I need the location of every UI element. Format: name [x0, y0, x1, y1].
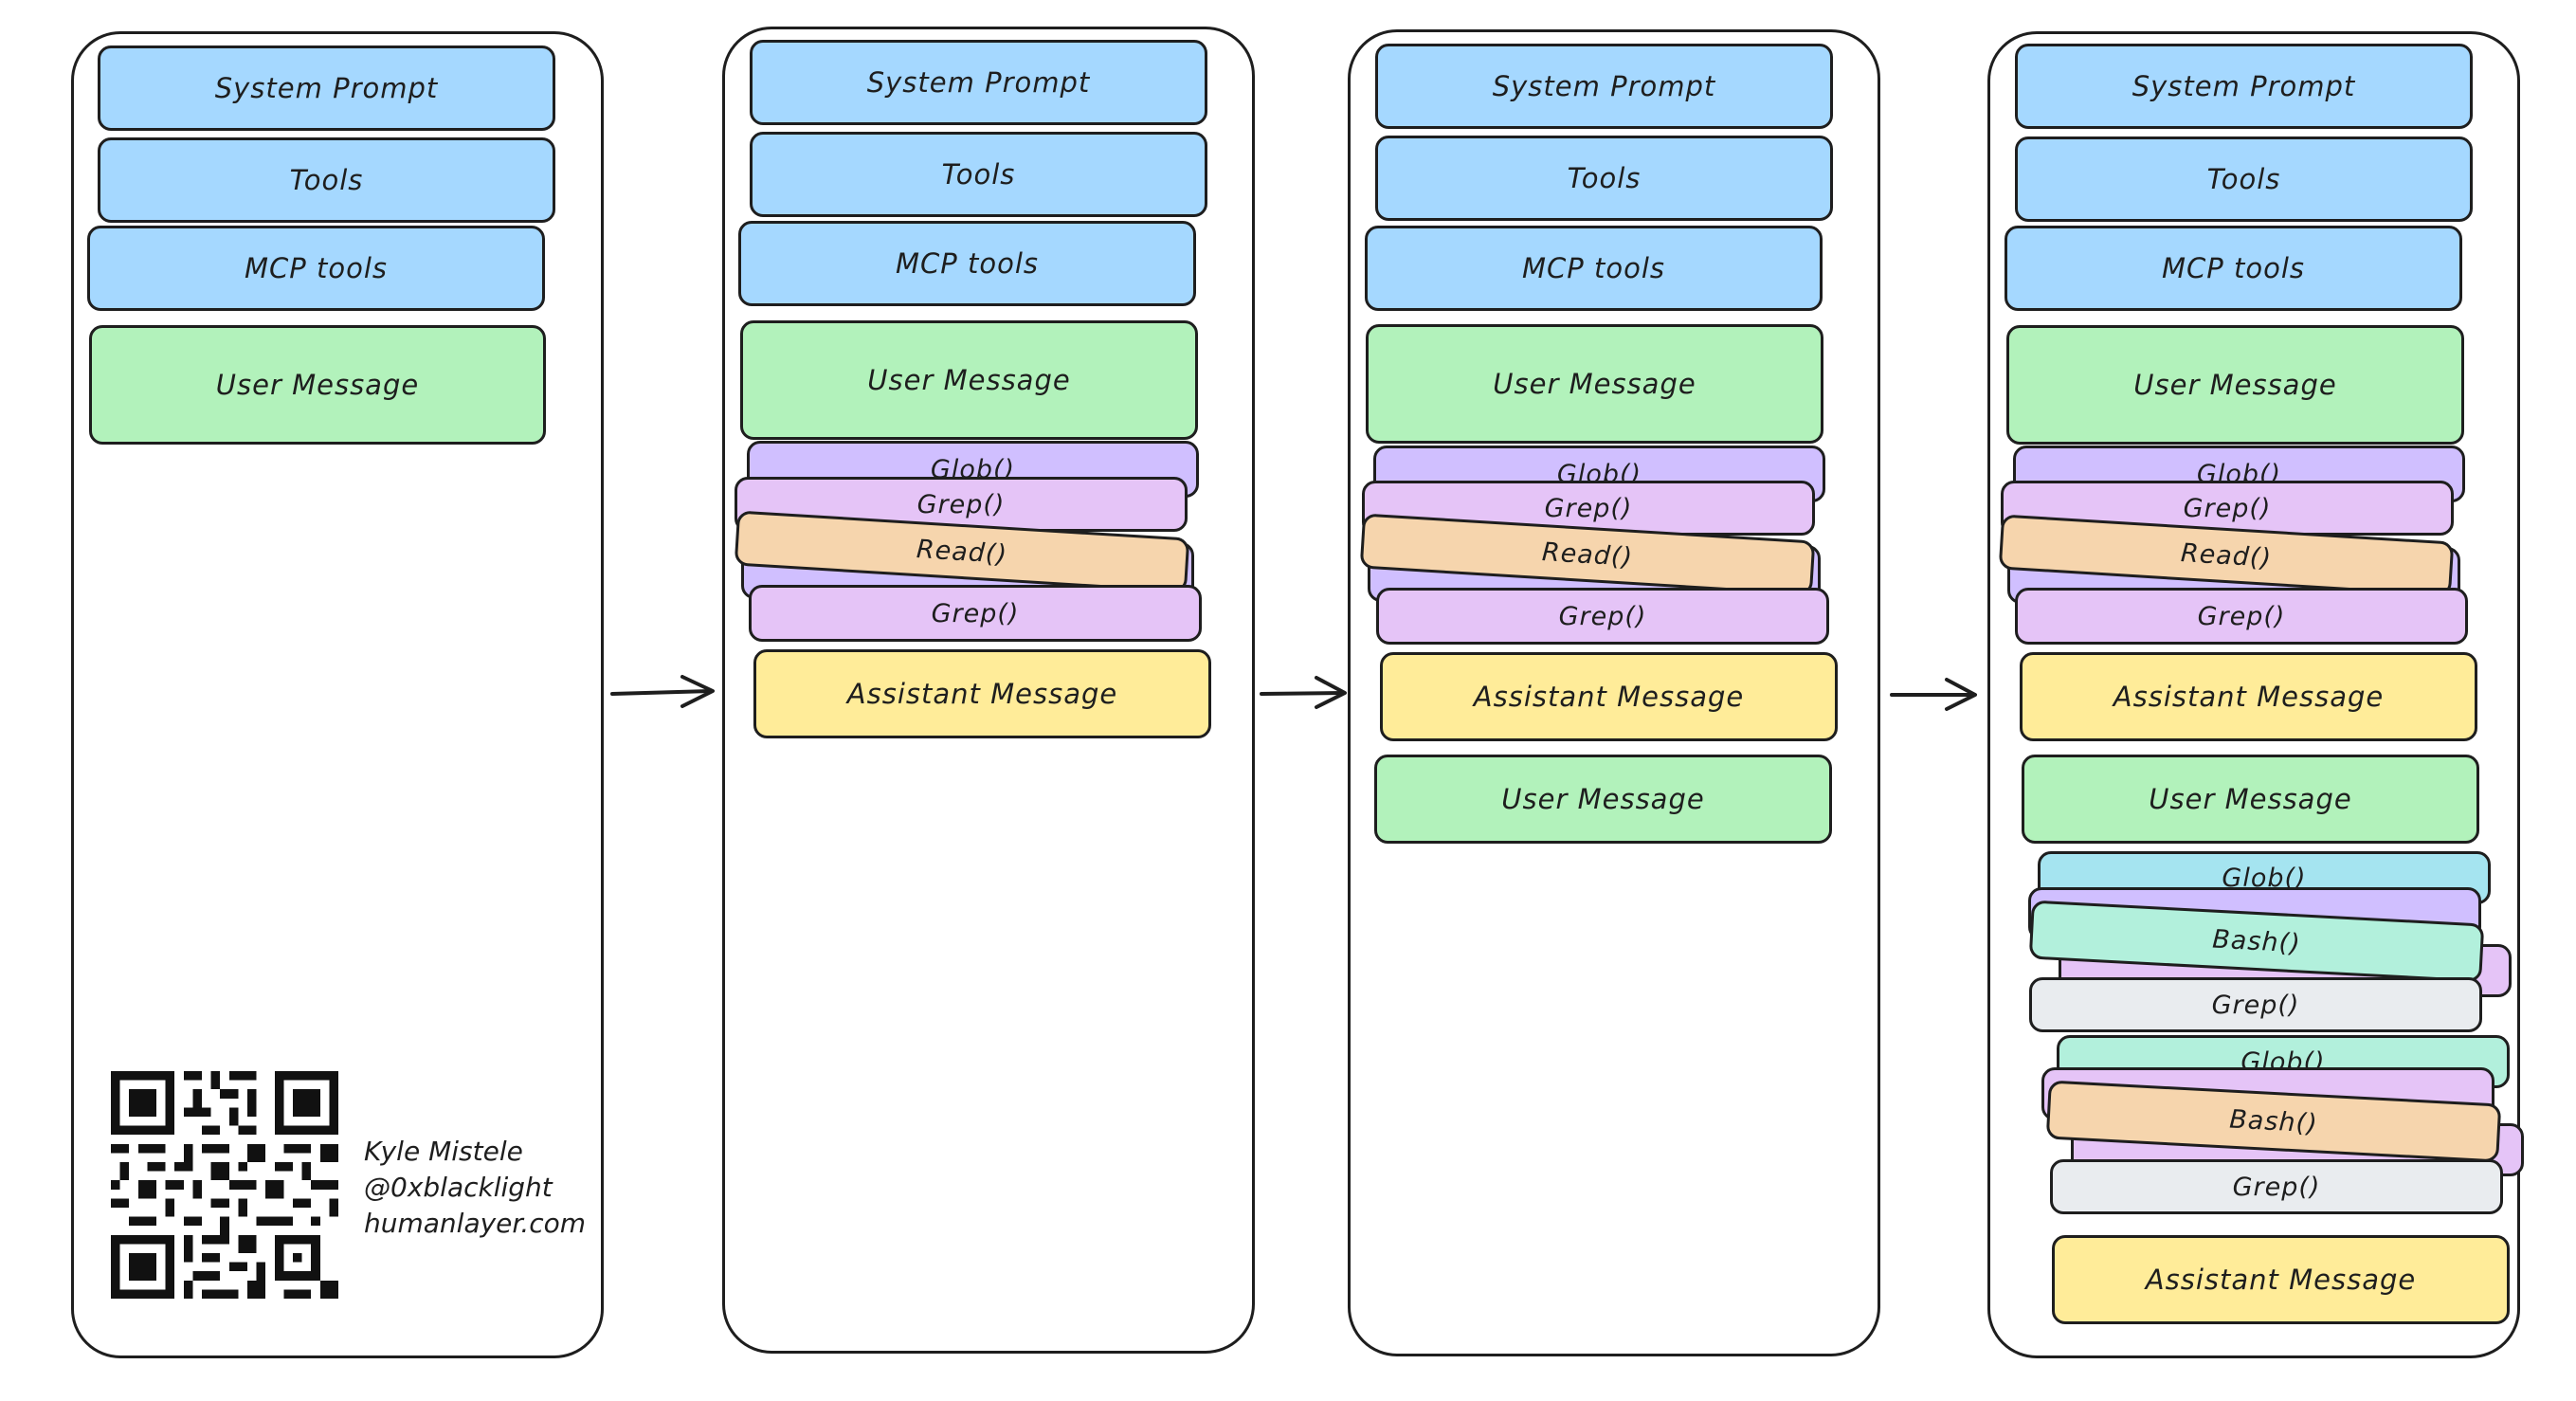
user-message-block: User Message — [2006, 325, 2464, 445]
assistant-message-block: Assistant Message — [753, 649, 1211, 738]
grep-call-block: Grep() — [2029, 977, 2482, 1032]
arrow-icon — [1260, 676, 1347, 709]
system-prompt-block: System Prompt — [1375, 44, 1833, 129]
author-handle: @0xblacklight — [364, 1172, 553, 1203]
user-message-block: User Message — [740, 320, 1198, 440]
mcp-tools-block: MCP tools — [87, 226, 545, 311]
assistant-message-block: Assistant Message — [2020, 652, 2477, 741]
user-message-block: User Message — [89, 325, 546, 445]
tools-block: Tools — [2015, 136, 2473, 222]
assistant-message-block: Assistant Message — [1380, 652, 1838, 741]
grep-call-block: Grep() — [1376, 588, 1829, 645]
assistant-message-block: Assistant Message — [2052, 1235, 2510, 1324]
system-prompt-block: System Prompt — [2015, 44, 2473, 129]
grep-call-block: Grep() — [2050, 1159, 2503, 1214]
arrow-icon — [1890, 678, 1977, 711]
tools-block: Tools — [1375, 136, 1833, 221]
user-message-block: User Message — [1366, 324, 1823, 444]
user-message-block: User Message — [2022, 755, 2479, 844]
author-name: Kyle Mistele — [364, 1136, 523, 1167]
mcp-tools-block: MCP tools — [738, 221, 1196, 306]
grep-call-block: Grep() — [2015, 588, 2468, 645]
arrow-icon — [610, 675, 715, 708]
qr-code — [111, 1071, 338, 1299]
tools-block: Tools — [750, 132, 1207, 217]
grep-call-block: Grep() — [749, 585, 1202, 642]
author-credit: Kyle Mistele @0xblacklight humanlayer.co… — [364, 1134, 586, 1242]
mcp-tools-block: MCP tools — [2005, 226, 2462, 311]
mcp-tools-block: MCP tools — [1365, 226, 1823, 311]
tools-block: Tools — [98, 137, 555, 223]
user-message-block: User Message — [1374, 755, 1832, 844]
system-prompt-block: System Prompt — [98, 45, 555, 131]
author-site: humanlayer.com — [364, 1208, 587, 1239]
system-prompt-block: System Prompt — [750, 40, 1207, 125]
grep-call-block: Grep() — [735, 477, 1188, 532]
